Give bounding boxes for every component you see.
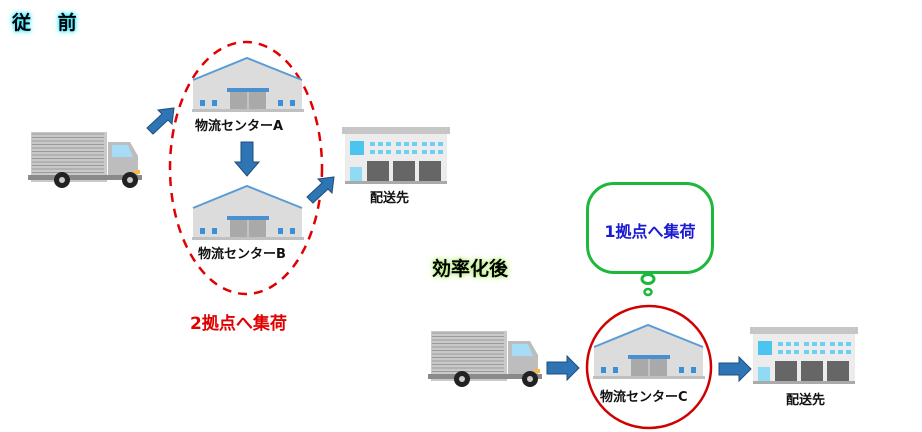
- before-title: 従 前: [12, 12, 87, 34]
- warehouse-c-icon: [593, 322, 705, 380]
- arrow-down-icon: [234, 141, 260, 177]
- center-b-label: 物流センターB: [198, 247, 286, 262]
- arrow-right-icon: [546, 355, 580, 381]
- arrow-up-right-icon: [144, 106, 176, 138]
- dashed-ellipse: [168, 40, 324, 296]
- destination-label: 配送先: [370, 191, 410, 206]
- center-c-label: 物流センターC: [600, 390, 688, 405]
- highlight-circle: [585, 304, 713, 430]
- warehouse-b-icon: [192, 183, 304, 241]
- truck-icon: [28, 130, 144, 190]
- after-title: 効率化後: [432, 258, 509, 280]
- destination-label: 配送先: [786, 393, 826, 408]
- center-a-label: 物流センターA: [195, 119, 284, 134]
- speech-bubble: 1拠点へ集荷: [586, 182, 714, 274]
- truck-icon: [428, 329, 544, 389]
- warehouse-a-icon: [192, 55, 304, 113]
- destination-building-icon: [750, 327, 860, 385]
- bubble-tail: [640, 273, 656, 297]
- arrow-right-icon: [718, 356, 752, 382]
- bubble-text: 1拠点へ集荷: [604, 222, 696, 241]
- before-note: 2拠点へ集荷: [190, 314, 287, 334]
- arrow-up-right-icon: [304, 175, 336, 207]
- destination-building-icon: [342, 127, 452, 185]
